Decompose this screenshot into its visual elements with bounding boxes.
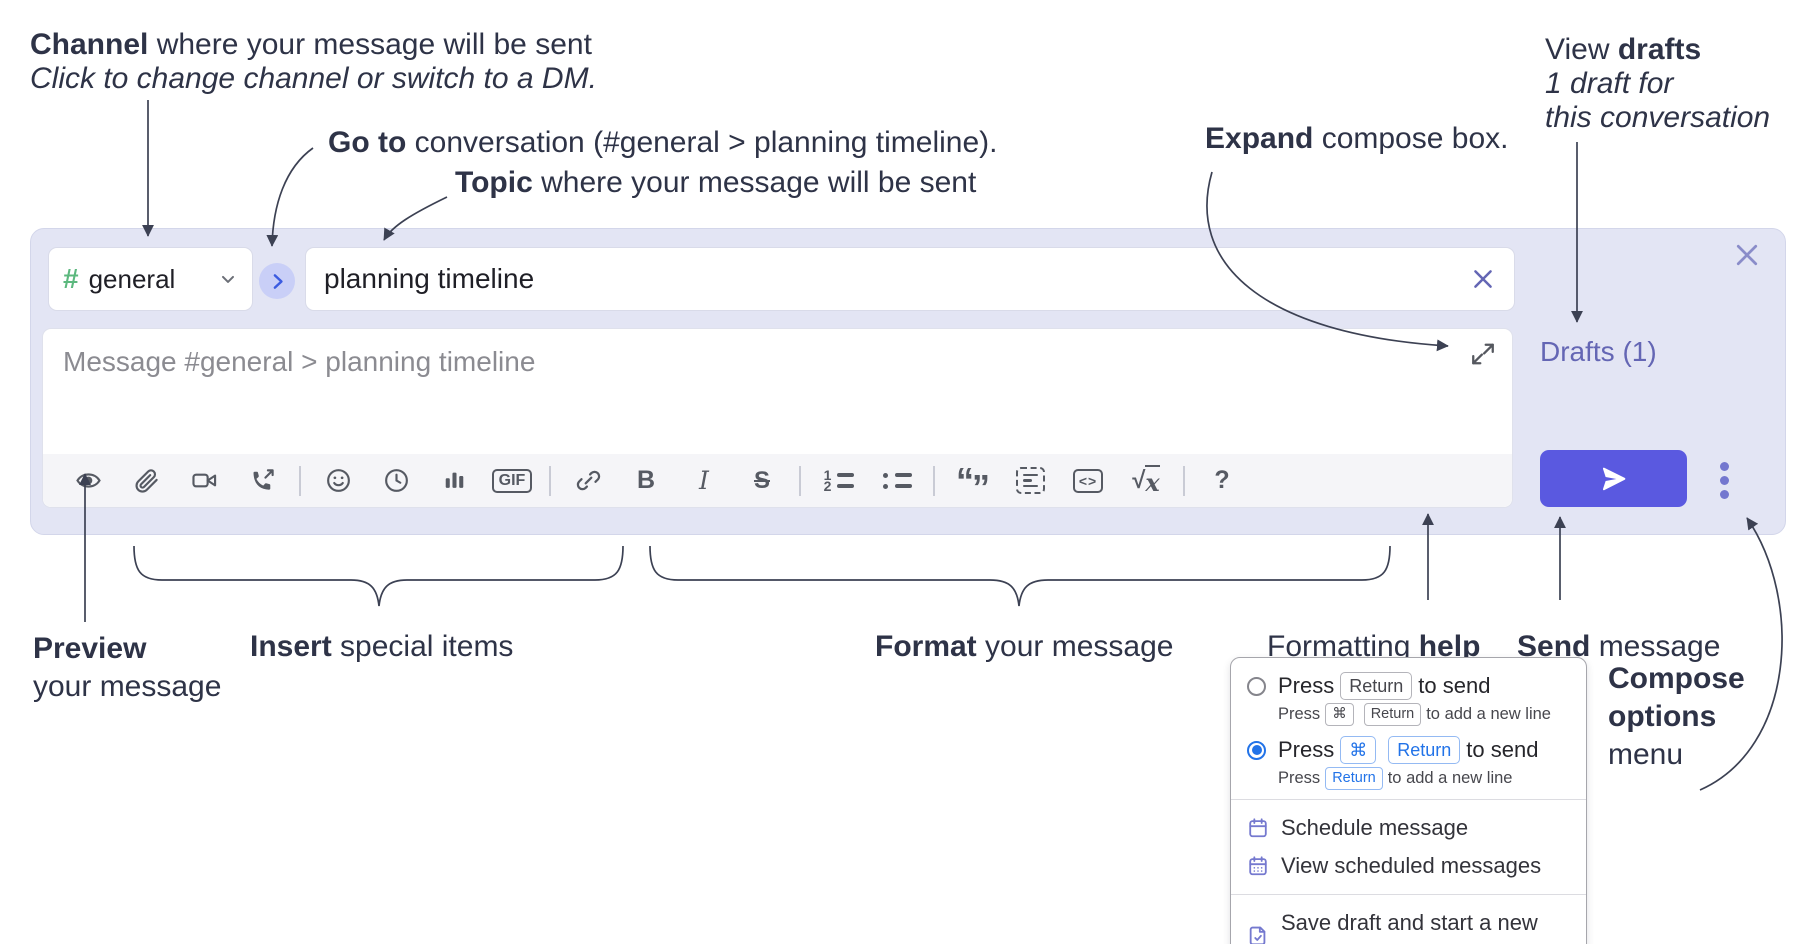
draft-check-icon bbox=[1249, 926, 1266, 944]
channel-note-line2: Click to change channel or switch to a D… bbox=[30, 62, 597, 95]
formatting-help-icon[interactable]: ? bbox=[1214, 466, 1230, 494]
format-brace bbox=[649, 545, 1391, 607]
channel-selector[interactable]: # general bbox=[48, 247, 253, 311]
channel-hash-icon: # bbox=[63, 263, 79, 294]
italic-icon[interactable]: I bbox=[699, 466, 709, 495]
cmd-keycap: ⌘ bbox=[1340, 736, 1377, 764]
toolbar-divider bbox=[299, 465, 301, 496]
video-icon[interactable] bbox=[182, 461, 226, 501]
menu-divider bbox=[1231, 894, 1586, 895]
close-icon[interactable] bbox=[1732, 240, 1762, 270]
compose-options-menu: Press Return to send Press ⌘ Return to a… bbox=[1230, 657, 1587, 944]
emoji-icon[interactable] bbox=[316, 461, 360, 501]
menu-divider bbox=[1231, 799, 1586, 800]
radio-selected[interactable] bbox=[1247, 740, 1266, 760]
send-plane-icon bbox=[1599, 464, 1629, 494]
toolbar-divider bbox=[549, 465, 551, 496]
option-cmd-return-to-send[interactable]: Press ⌘ Return to send bbox=[1231, 732, 1586, 764]
radio-unselected[interactable] bbox=[1247, 676, 1266, 696]
drafts-link[interactable]: Drafts (1) bbox=[1540, 336, 1657, 367]
recent-clock-icon[interactable] bbox=[374, 461, 418, 501]
bulleted-list-icon[interactable] bbox=[874, 461, 918, 501]
bold-icon[interactable]: B bbox=[636, 466, 656, 494]
option-return-to-send[interactable]: Press Return to send bbox=[1231, 668, 1586, 700]
channel-note-rest: where your message will be sent bbox=[148, 28, 592, 61]
compose-options-kebab-icon[interactable] bbox=[1710, 456, 1738, 504]
drafts-note: View drafts 1 draft for this conversatio… bbox=[1545, 33, 1771, 134]
option-return-sub: Press ⌘ Return to add a new line bbox=[1278, 703, 1570, 726]
return-keycap: Return bbox=[1340, 672, 1413, 700]
goto-conversation-button[interactable] bbox=[259, 263, 295, 299]
chevron-down-icon bbox=[218, 269, 238, 289]
expand-icon[interactable] bbox=[1470, 341, 1496, 367]
blockquote-icon[interactable]: “” bbox=[956, 459, 990, 508]
code-block-icon[interactable] bbox=[1008, 461, 1052, 501]
calendar-icon bbox=[1249, 818, 1267, 838]
code-icon[interactable]: <> bbox=[1066, 461, 1110, 501]
send-button[interactable] bbox=[1540, 450, 1687, 507]
toolbar-divider bbox=[933, 465, 935, 496]
format-note: Format your message bbox=[875, 630, 1174, 663]
preview-eye-icon[interactable] bbox=[66, 461, 110, 501]
expand-note: Expand compose box. bbox=[1205, 122, 1509, 155]
gif-icon[interactable]: GIF bbox=[490, 461, 534, 501]
view-scheduled-messages-item[interactable]: View scheduled messages bbox=[1231, 847, 1586, 885]
return-keycap: Return bbox=[1325, 767, 1383, 790]
topic-clear-button[interactable] bbox=[1470, 266, 1496, 292]
link-icon[interactable] bbox=[566, 461, 610, 501]
formula-icon[interactable]: √x bbox=[1132, 464, 1160, 497]
return-keycap: Return bbox=[1363, 703, 1422, 726]
preview-note: Preview your message bbox=[33, 632, 222, 703]
topic-input[interactable] bbox=[305, 247, 1515, 311]
attach-icon[interactable] bbox=[124, 461, 168, 501]
strikethrough-icon[interactable]: S bbox=[753, 466, 770, 494]
compose-options-note: Compose options menu bbox=[1608, 662, 1745, 771]
channel-name: general bbox=[88, 263, 176, 294]
message-placeholder: Message #general > planning timeline bbox=[63, 346, 536, 377]
chevron-right-icon bbox=[267, 271, 288, 292]
calendar-grid-icon bbox=[1249, 856, 1267, 876]
message-input[interactable]: Message #general > planning timeline bbox=[42, 328, 1513, 508]
audio-call-icon[interactable] bbox=[240, 461, 284, 501]
goto-note: Go to conversation (#general > planning … bbox=[328, 126, 998, 159]
insert-note: Insert special items bbox=[250, 630, 514, 663]
toolbar-divider bbox=[799, 465, 801, 496]
topic-note: Topic where your message will be sent bbox=[455, 166, 977, 199]
channel-note-bold: Channel bbox=[30, 28, 149, 61]
toolbar-divider bbox=[1183, 465, 1185, 496]
channel-note: Channel where your message will be sent … bbox=[30, 28, 597, 96]
option-cmd-return-sub: Press Return to add a new line bbox=[1278, 767, 1570, 790]
cmd-keycap: ⌘ bbox=[1325, 703, 1354, 726]
insert-brace bbox=[133, 545, 624, 607]
save-draft-item[interactable]: Save draft and start a new message bbox=[1231, 904, 1586, 944]
schedule-message-item[interactable]: Schedule message bbox=[1231, 809, 1586, 847]
poll-icon[interactable] bbox=[432, 461, 476, 501]
return-keycap: Return bbox=[1388, 736, 1461, 764]
